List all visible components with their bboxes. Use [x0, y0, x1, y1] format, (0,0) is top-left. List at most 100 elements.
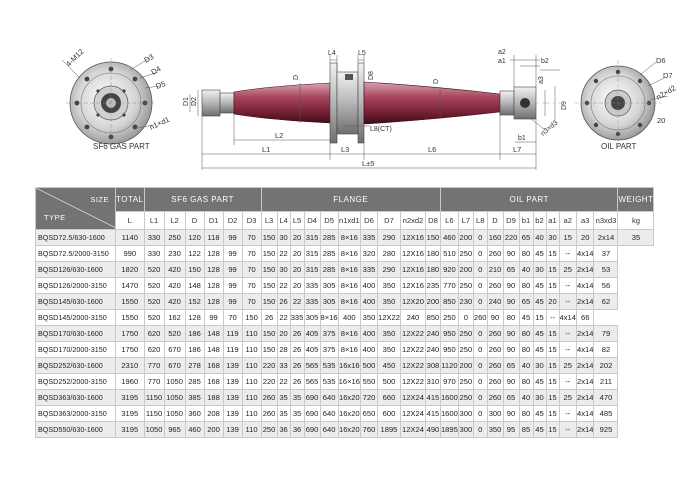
column-header: L1	[143, 211, 165, 230]
value-cell: 90	[502, 405, 520, 422]
dim-d4: D4	[150, 64, 163, 77]
value-cell: 26	[289, 341, 305, 358]
value-cell: 400	[337, 309, 361, 326]
value-cell: 1600	[439, 389, 459, 406]
value-cell: 15	[545, 421, 560, 438]
value-cell: 70	[241, 277, 262, 294]
value-cell: 300	[457, 405, 474, 422]
value-cell: 335	[359, 261, 378, 278]
value-cell: 8×16	[337, 325, 361, 342]
value-cell: 280	[376, 245, 401, 262]
sf6-end-view: 4-M12 D3 D4 D5 n1×d1 SF6 GAS PART	[61, 47, 171, 151]
value-cell: 760	[359, 421, 378, 438]
column-header: b1	[518, 211, 534, 230]
value-cell: 45	[518, 309, 534, 326]
value-cell: 1120	[439, 357, 459, 374]
value-cell: 30	[532, 357, 547, 374]
value-cell: 12X24	[399, 421, 426, 438]
value-cell: 565	[303, 357, 321, 374]
value-cell: 80	[518, 405, 534, 422]
value-cell: 26	[289, 325, 305, 342]
value-cell: 20	[289, 229, 305, 246]
group-weight: WEIGHT	[617, 187, 655, 212]
type-cell: BQSD126/630-1600	[35, 261, 116, 278]
value-cell: 20	[289, 277, 305, 294]
value-cell: 350	[376, 341, 401, 358]
value-cell: 3195	[115, 389, 145, 406]
value-cell: 0	[472, 325, 488, 342]
value-cell: 690	[303, 389, 321, 406]
value-cell: 0	[472, 261, 488, 278]
dim-d-left: D	[293, 75, 300, 80]
value-cell: 0	[472, 245, 488, 262]
dim-b2: b2	[541, 58, 549, 65]
value-cell: 35	[276, 389, 291, 406]
value-cell: 150	[260, 341, 278, 358]
value-cell: --	[558, 245, 578, 262]
value-cell: 110	[241, 389, 262, 406]
column-header: b2	[532, 211, 547, 230]
dim-a1: a1	[498, 58, 506, 65]
type-cell: BQSD72.5/630-1600	[35, 229, 116, 246]
corner-size-label: SIZE	[90, 195, 109, 204]
value-cell: 36	[276, 421, 291, 438]
column-header: L4	[276, 211, 291, 230]
value-cell: 128	[203, 261, 224, 278]
value-cell: --	[558, 341, 578, 358]
value-cell: 350	[486, 421, 504, 438]
column-header: n2xd2	[399, 211, 426, 230]
column-header: D1	[203, 211, 224, 230]
value-cell: 30	[545, 229, 560, 246]
value-cell: 220	[260, 373, 278, 390]
value-cell: 110	[241, 421, 262, 438]
value-cell: 405	[303, 325, 321, 342]
value-cell: 300	[486, 405, 504, 422]
value-cell: 1895	[439, 421, 459, 438]
value-cell: 290	[376, 261, 401, 278]
value-cell: 350	[359, 309, 378, 326]
value-cell: 26	[276, 293, 291, 310]
group-total: TOTAL	[115, 187, 145, 212]
value-cell: --	[558, 325, 578, 342]
value-cell: --	[558, 405, 578, 422]
value-cell: 8×16	[337, 277, 361, 294]
value-cell: 250	[457, 373, 474, 390]
column-header: kg	[617, 211, 655, 230]
value-cell: 3195	[115, 405, 145, 422]
type-cell: BQSD363/630-1600	[35, 389, 116, 406]
value-cell: 2x14	[575, 293, 595, 310]
value-cell: 160	[486, 229, 504, 246]
column-header: L2	[163, 211, 186, 230]
value-cell: 53	[593, 261, 619, 278]
value-cell: 40	[518, 357, 534, 374]
value-cell: 335	[303, 277, 321, 294]
value-cell: 0	[457, 309, 474, 326]
value-cell: 385	[184, 389, 205, 406]
value-cell: 520	[163, 325, 186, 342]
value-cell: 22	[289, 293, 305, 310]
type-cell: BQSD363/2000-3150	[35, 405, 116, 422]
value-cell: 65	[518, 229, 534, 246]
value-cell: 770	[143, 357, 165, 374]
value-cell: 260	[486, 245, 504, 262]
value-cell: 110	[241, 325, 262, 342]
value-cell: 250	[163, 229, 186, 246]
value-cell: 550	[359, 373, 378, 390]
dim-d2: D2	[191, 97, 198, 106]
value-cell: 1150	[143, 405, 165, 422]
value-cell: 122	[184, 245, 205, 262]
value-cell: 660	[376, 389, 401, 406]
value-cell: 1050	[163, 373, 186, 390]
value-cell: 8×16	[319, 309, 339, 326]
value-cell: 90	[486, 309, 504, 326]
value-cell: 1600	[439, 405, 459, 422]
value-cell: 8×16	[337, 261, 361, 278]
value-cell: 16×16	[337, 373, 361, 390]
value-cell: 720	[359, 389, 378, 406]
dim-l8-ct: L8(CT)	[370, 126, 392, 133]
value-cell: 2x14	[575, 357, 595, 374]
value-cell: 460	[184, 421, 205, 438]
